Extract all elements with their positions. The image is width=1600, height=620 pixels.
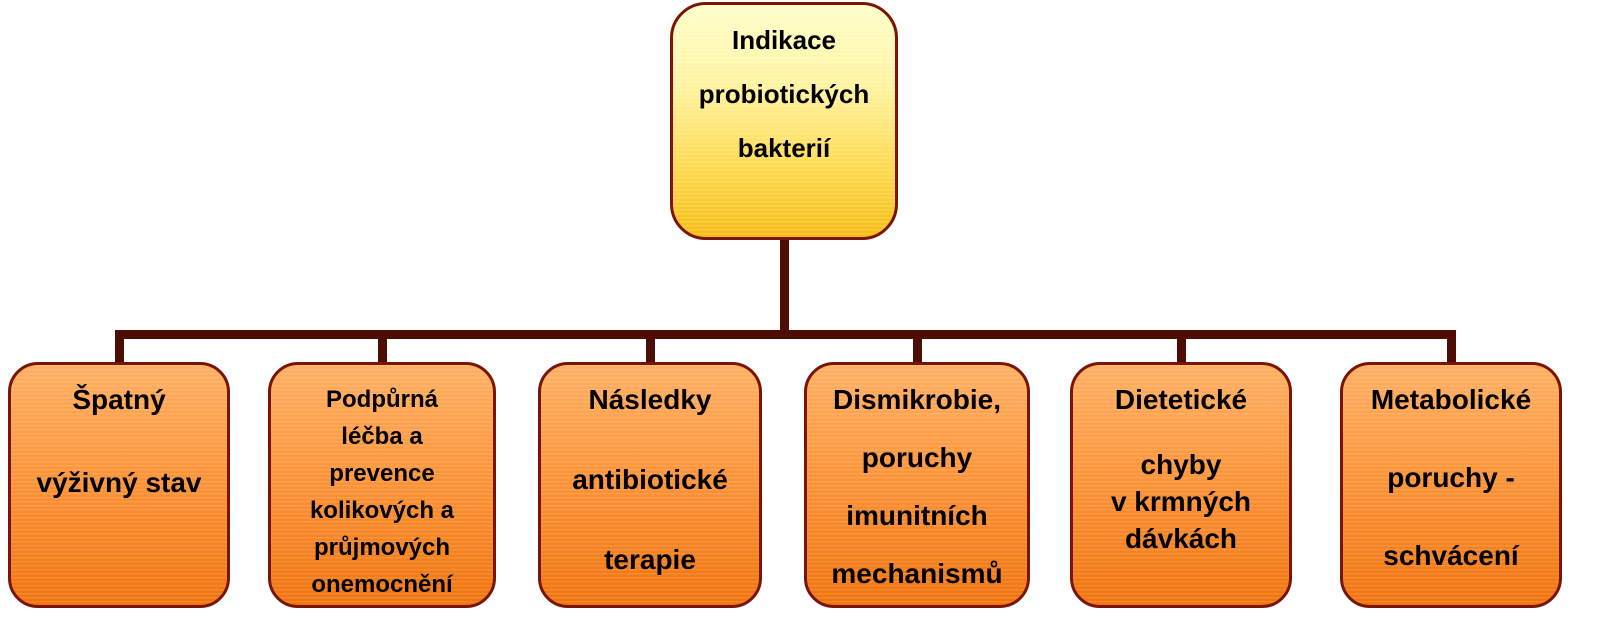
child-box-nasledky-antibioticke-terapie: Následky antibiotické terapie (538, 362, 762, 608)
box-text-line: schvácení (1383, 540, 1519, 571)
box-text-line: Metabolické (1370, 384, 1532, 415)
box-text-line: v krmných (1110, 486, 1252, 517)
box-text-line: mechanismů (831, 558, 1003, 589)
box-text-line: poruchy - (1387, 462, 1515, 493)
box-text-line: Špatný (72, 384, 166, 415)
box-text-line: dávkách (1124, 523, 1238, 554)
connector-drop-5 (1177, 336, 1186, 364)
box-text-line: terapie (604, 544, 696, 575)
connector-drop-3 (646, 336, 655, 364)
box-text-line: kolikových a (309, 497, 455, 524)
box-text-line: průjmových (313, 534, 451, 561)
box-text-line: probiotických (698, 79, 870, 109)
connector-horizontal-bar (115, 330, 1456, 339)
box-text-line: Dietetické (1114, 384, 1248, 415)
connector-drop-4 (913, 336, 922, 364)
child-box-dismikrobie: Dismikrobie, poruchy imunitních mechanismů (804, 362, 1030, 608)
box-text-line: onemocnění (311, 571, 453, 598)
connector-drop-6 (1447, 336, 1456, 364)
connector-root-stem (780, 239, 789, 336)
box-text-line: výživný stav (36, 467, 202, 498)
box-text-line: Indikace (731, 25, 837, 55)
box-text-line: bakterií (737, 133, 831, 163)
child-box-spatny-vyzivny-stav: Špatný výživný stav (8, 362, 230, 608)
child-box-podpurna-lecba: Podpůrná léčba a prevence kolikových a průjm… (268, 362, 496, 608)
box-text-line: poruchy (861, 442, 973, 473)
child-box-metabolicke-poruchy: Metabolické poruchy - schvácení (1340, 362, 1562, 608)
connector-drop-1 (115, 336, 124, 364)
box-text-line: imunitních (846, 500, 988, 531)
box-text-line: Podpůrná (326, 386, 438, 413)
root-box: Indikace probiotických bakterií (670, 2, 898, 240)
box-text-line: Následky (588, 384, 712, 415)
box-text-line: antibiotické (572, 464, 728, 495)
box-text-line: Dismikrobie, (832, 384, 1002, 415)
child-box-dieteticke-chyby: Dietetické chyby v krmných dávkách (1070, 362, 1292, 608)
box-text-line: chyby (1140, 449, 1222, 480)
box-text-line: prevence (329, 460, 435, 487)
box-text-line: léčba a (341, 423, 423, 450)
connector-drop-2 (378, 336, 387, 364)
